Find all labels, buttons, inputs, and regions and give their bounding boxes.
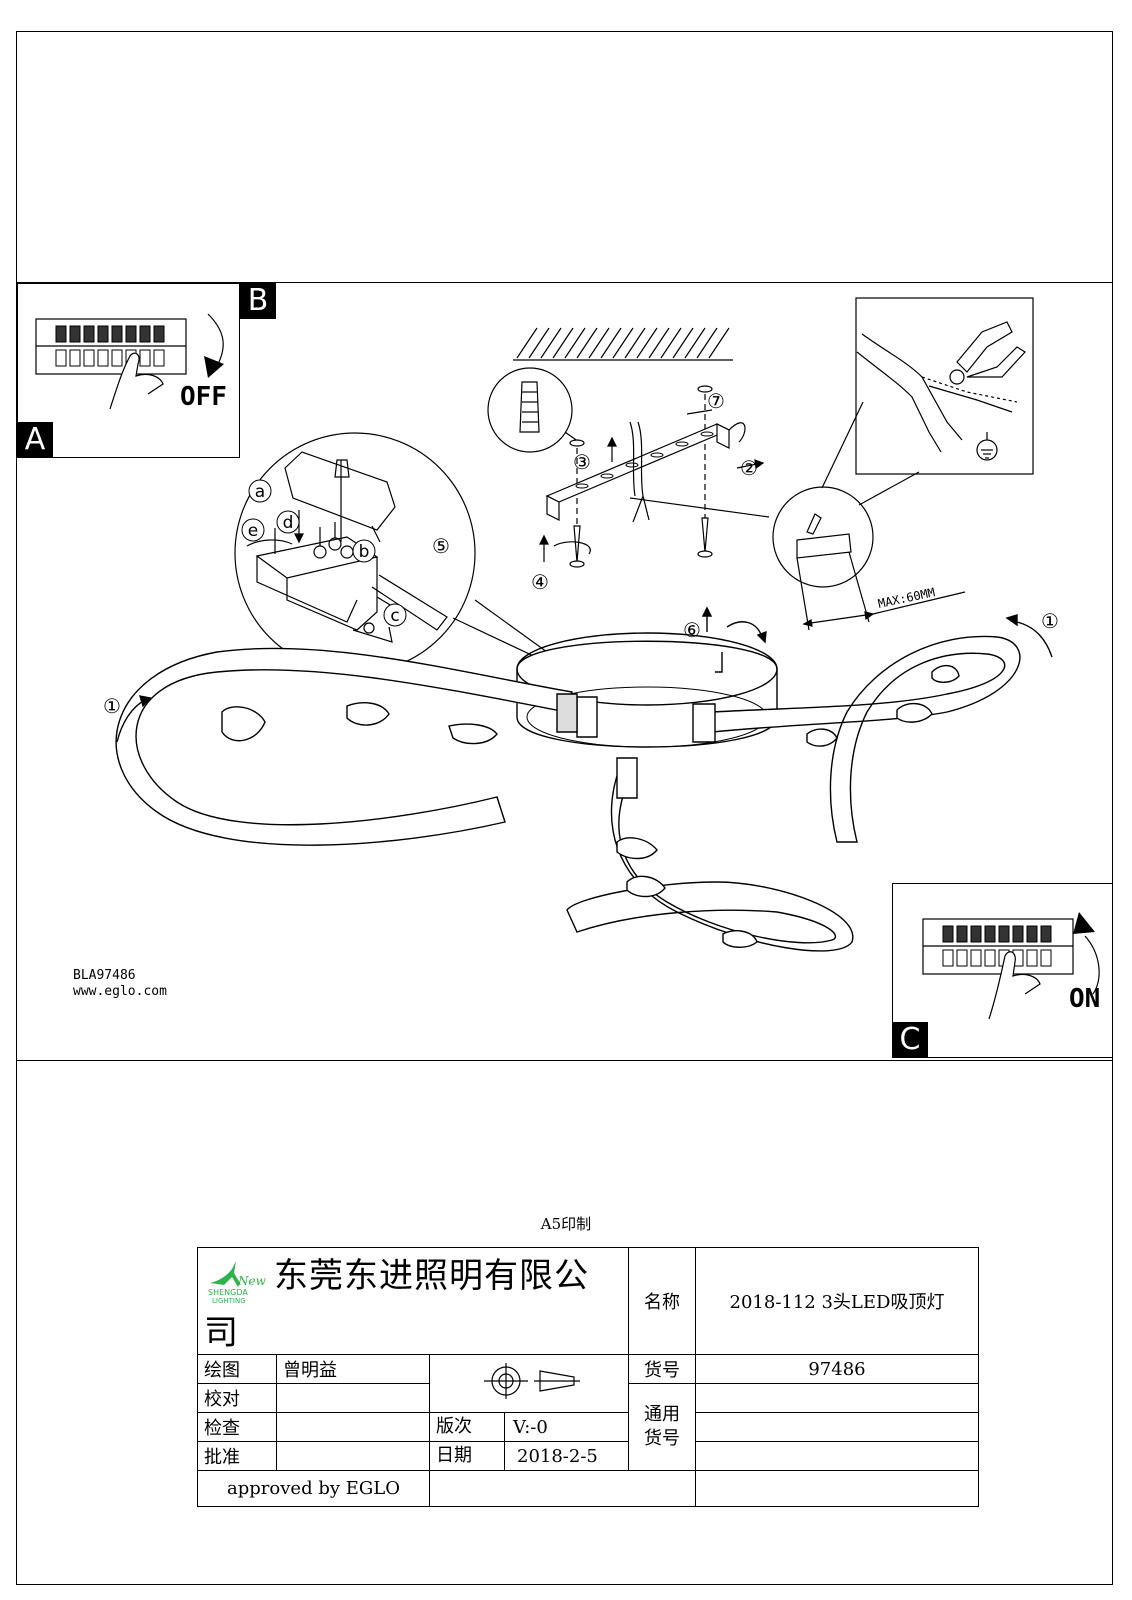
date-row: 日期 2018-2-5 bbox=[429, 1441, 629, 1471]
wiring-label-a: a bbox=[255, 482, 265, 502]
svg-text:New: New bbox=[237, 1274, 266, 1288]
name-value: 2018-112 3头LED吸顶灯 bbox=[695, 1247, 979, 1355]
drawn-label: 绘图 bbox=[197, 1354, 277, 1384]
company-cell: New SHENGDA LIGHTING 东莞东进照明有限公司 bbox=[197, 1247, 629, 1355]
divider-bottom bbox=[16, 1060, 1113, 1061]
version-value: V:-0 bbox=[513, 1416, 548, 1438]
page-frame bbox=[16, 31, 1113, 1585]
terminal-wiring-callout bbox=[234, 432, 548, 674]
approved-blank-2 bbox=[695, 1470, 979, 1507]
date-value: 2018-2-5 bbox=[517, 1445, 598, 1467]
label-c: C bbox=[892, 1022, 928, 1058]
lamp-body bbox=[115, 606, 1053, 952]
step-5: ⑤ bbox=[432, 534, 450, 558]
mounting-bracket bbox=[539, 385, 765, 568]
wiring-label-e: e bbox=[248, 521, 258, 541]
shengda-logo: New SHENGDA LIGHTING bbox=[204, 1259, 267, 1305]
step-7: ⑦ bbox=[707, 389, 725, 413]
date-label: 日期 bbox=[430, 1442, 505, 1470]
item-value: 97486 bbox=[695, 1354, 979, 1384]
wiring-step-labels: a b c d e bbox=[241, 479, 407, 627]
wall-plug-callout bbox=[487, 367, 580, 453]
wiring-label-d: d bbox=[283, 513, 294, 533]
breaker-off-illustration bbox=[35, 313, 224, 410]
breaker-on-illustration bbox=[922, 912, 1100, 1020]
svg-text:SHENGDA: SHENGDA bbox=[208, 1288, 248, 1297]
step-6: ⑥ bbox=[683, 618, 701, 642]
switch-off-panel: OFF bbox=[17, 283, 240, 458]
wiring-label-c: c bbox=[390, 606, 399, 626]
step-2: ② bbox=[740, 456, 758, 480]
name-label: 名称 bbox=[628, 1247, 696, 1355]
projection-symbol bbox=[429, 1354, 629, 1413]
wiring-label-b: b bbox=[359, 542, 370, 562]
approve-value bbox=[276, 1441, 430, 1471]
title-block: New SHENGDA LIGHTING 东莞东进照明有限公司 名称 2018-… bbox=[197, 1247, 979, 1507]
website-url: www.eglo.com bbox=[73, 984, 167, 999]
step-3: ③ bbox=[573, 450, 591, 474]
on-label: ON bbox=[1069, 984, 1101, 1014]
crystal-shades bbox=[221, 665, 960, 948]
max-length-label: MAX:60MM bbox=[877, 585, 936, 611]
label-a: A bbox=[17, 422, 53, 458]
inspect-value bbox=[276, 1412, 430, 1442]
general-item-value-2 bbox=[695, 1412, 979, 1442]
check-label: 校对 bbox=[197, 1383, 277, 1413]
general-item-label: 通用货号 bbox=[628, 1383, 696, 1471]
item-label: 货号 bbox=[628, 1354, 696, 1384]
wire-strip-callout bbox=[629, 297, 1034, 631]
step-1-right: ① bbox=[1041, 609, 1059, 633]
inspect-label: 检查 bbox=[197, 1412, 277, 1442]
switch-on-panel: ON bbox=[892, 883, 1113, 1058]
divider-top bbox=[16, 282, 1113, 283]
svg-text:LIGHTING: LIGHTING bbox=[212, 1297, 246, 1305]
general-item-value-1 bbox=[695, 1383, 979, 1413]
general-item-value-3 bbox=[695, 1441, 979, 1471]
label-b: B bbox=[240, 283, 276, 319]
company-name: 东莞东进照明有限公司 bbox=[204, 1256, 589, 1353]
model-number: BLA97486 bbox=[73, 968, 136, 983]
version-row: 版次 V:-0 bbox=[429, 1412, 629, 1442]
approved-blank-1 bbox=[429, 1470, 696, 1507]
installation-diagram: MAX:60MM a b c d e ① ① ② bbox=[73, 297, 1059, 999]
off-label: OFF bbox=[180, 382, 227, 412]
drawn-value: 曾明益 bbox=[276, 1354, 430, 1384]
print-note: A5印制 bbox=[540, 1215, 592, 1233]
step-1-left: ① bbox=[103, 694, 121, 718]
check-value bbox=[276, 1383, 430, 1413]
ceiling-hatch bbox=[513, 327, 733, 361]
step-4: ④ bbox=[531, 570, 549, 594]
approve-label: 批准 bbox=[197, 1441, 277, 1471]
version-label: 版次 bbox=[430, 1413, 505, 1441]
approved-by: approved by EGLO bbox=[197, 1470, 430, 1507]
